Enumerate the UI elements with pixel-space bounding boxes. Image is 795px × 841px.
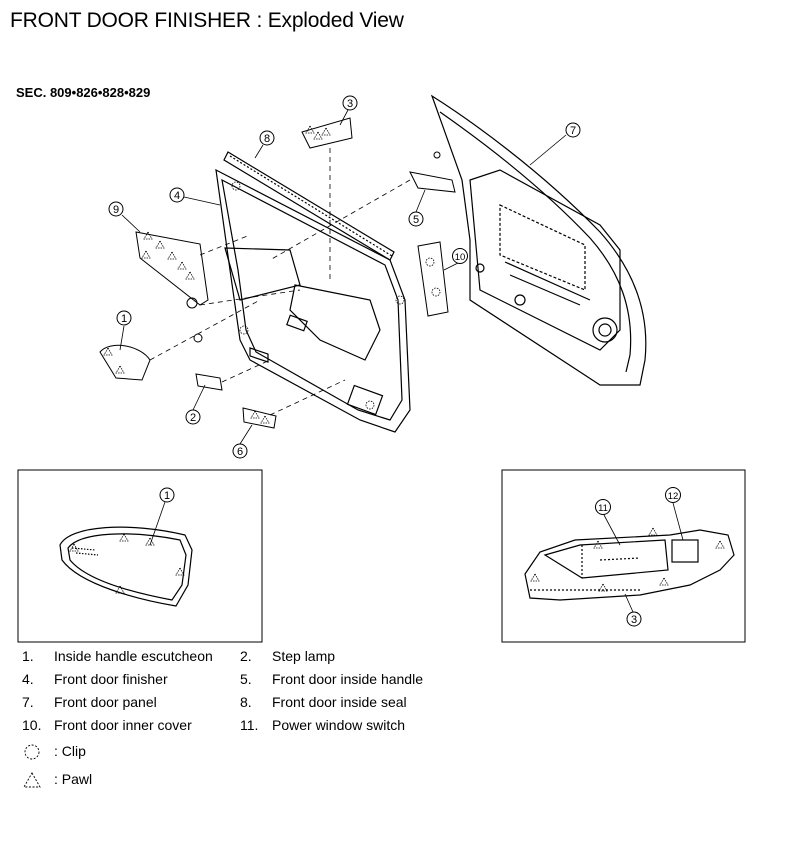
front-door-panel <box>430 94 647 386</box>
front-door-inside-handle <box>409 151 456 193</box>
inset-box-right <box>501 469 746 643</box>
callout-7: 7 <box>529 122 581 166</box>
callout-7-label: 7 <box>570 125 576 137</box>
escutcheon-small <box>99 344 151 381</box>
inset-right-callout-3: 3 <box>624 593 642 627</box>
legend-num-8: 8. <box>240 694 252 710</box>
legend-num-11: 11. <box>240 717 259 733</box>
callout-3: 3 <box>339 95 358 126</box>
inset-right-callout-12: 12 <box>665 487 684 541</box>
inset-left-callout-1-label: 1 <box>164 490 170 502</box>
callout-8: 8 <box>254 130 275 159</box>
legend-text-7: Front door panel <box>54 694 157 710</box>
inset-right-callout-3-label: 3 <box>631 614 637 626</box>
callout-6-label: 6 <box>237 446 243 458</box>
callout-1-label: 1 <box>121 313 127 325</box>
inset-right-callout-12-label: 12 <box>668 491 679 502</box>
inset-right-callout-11-label: 11 <box>598 503 608 514</box>
legend-text-1: Inside handle escutcheon <box>54 648 213 664</box>
legend-num-7: 7. <box>22 694 34 710</box>
front-door-inside-seal <box>223 151 395 261</box>
callout-10-label: 10 <box>455 252 466 263</box>
legend-text-5: Front door inside handle <box>272 671 423 687</box>
callout-6: 6 <box>232 424 253 459</box>
part-6-switch <box>242 407 277 429</box>
legend-num-10: 10. <box>22 717 42 733</box>
legend-text-10: Front door inner cover <box>54 717 192 733</box>
legend-num-5: 5. <box>240 671 252 687</box>
inset-right-callout-11: 11 <box>595 499 621 546</box>
callout-3-label: 3 <box>347 98 353 110</box>
pawl-symbol-icon <box>23 772 41 788</box>
inset-left-callout-1: 1 <box>149 487 175 546</box>
pawl-symbol-label: : Pawl <box>54 771 93 787</box>
front-door-finisher <box>215 168 411 433</box>
legend-num-1: 1. <box>22 648 34 664</box>
clip-symbol-label: : Clip <box>54 743 86 759</box>
inset-box-left <box>17 469 263 643</box>
callout-9-label: 9 <box>113 204 119 216</box>
callout-2: 2 <box>185 384 206 425</box>
section-label: SEC. 809•826•828•829 <box>16 85 151 100</box>
legend-num-4: 4. <box>22 671 34 687</box>
legend-text-8: Front door inside seal <box>272 694 407 710</box>
inside-handle-part <box>301 117 353 149</box>
callout-8-label: 8 <box>264 133 270 145</box>
legend-text-4: Front door finisher <box>54 671 168 687</box>
legend-text-11: Power window switch <box>272 717 406 733</box>
page-title: FRONT DOOR FINISHER : Exploded View <box>10 9 404 32</box>
legend-text-2: Step lamp <box>272 648 336 664</box>
part-9-trim <box>135 231 209 306</box>
front-door-inner-cover <box>417 241 449 317</box>
escutcheon-enlarged <box>59 526 193 607</box>
legend-num-2: 2. <box>240 648 252 664</box>
step-lamp-part <box>195 373 223 391</box>
clip-symbol-icon <box>24 744 40 760</box>
callout-4: 4 <box>169 187 221 206</box>
callout-10: 10 <box>443 248 468 271</box>
power-window-switch-enlarged <box>524 527 735 601</box>
callout-5: 5 <box>408 189 426 227</box>
callout-9: 9 <box>108 201 141 233</box>
callout-4-label: 4 <box>174 190 180 202</box>
callout-2-label: 2 <box>190 412 196 424</box>
callout-1: 1 <box>116 310 132 351</box>
callout-5-label: 5 <box>413 214 419 226</box>
